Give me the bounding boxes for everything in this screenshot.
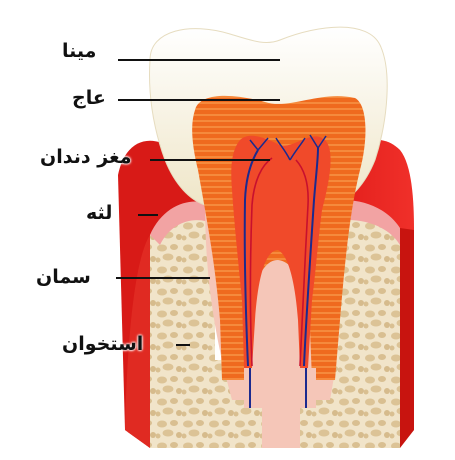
label-dentin: عاج	[72, 89, 106, 108]
label-pulp: مغز دندان	[40, 148, 132, 167]
root-apex-left	[244, 368, 262, 408]
gum-front-right	[400, 228, 414, 448]
label-bone: استخوان	[62, 335, 143, 354]
label-gum: لثه	[86, 204, 112, 223]
label-cementum: سمان	[36, 268, 91, 287]
label-enamel: مینا	[62, 42, 96, 61]
